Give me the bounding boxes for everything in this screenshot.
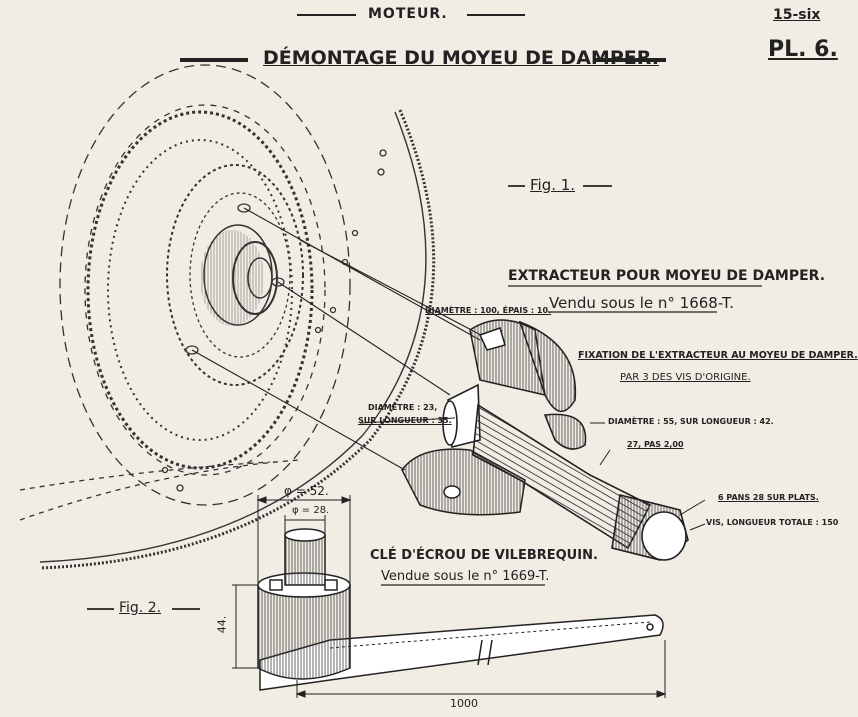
dim-shaft-diameter: DIAMÈTRE : 23, xyxy=(368,403,438,412)
dim-outer-diameter: φ = 52. xyxy=(284,484,329,498)
extractor-reference: Vendu sous le n° 1668-T. xyxy=(549,294,735,312)
extractor-plate xyxy=(469,319,577,412)
dim-hex: 6 PANS 28 SUR PLATS. xyxy=(718,493,819,502)
plate-number: PL. 6. xyxy=(768,37,838,62)
dim-plate: DIAMÈTRE : 100, ÉPAIS : 10. xyxy=(425,306,552,315)
ring-gear xyxy=(39,109,436,570)
flywheel-dashed-view xyxy=(19,64,387,521)
fig1-label-rules xyxy=(508,185,762,313)
fixation-note-1: FIXATION DE L'EXTRACTEUR AU MOYEU DE DAM… xyxy=(578,350,858,361)
fig2-label: Fig. 2. xyxy=(119,600,162,616)
wrench-title: CLÉ D'ÉCROU DE VILEBREQUIN. xyxy=(370,548,598,563)
dim-thread: 27, PAS 2,00 xyxy=(627,440,684,449)
dim-height: 44. xyxy=(215,615,229,634)
extractor-title: EXTRACTEUR POUR MOYEU DE DAMPER. xyxy=(508,268,826,284)
fig2-label-rules xyxy=(87,584,545,610)
header-rules xyxy=(180,14,666,62)
wrench-reference: Vendue sous le n° 1669-T. xyxy=(381,569,550,584)
document-code: 15-six xyxy=(773,7,821,23)
extractor-screw xyxy=(442,383,689,561)
technical-drawing xyxy=(19,14,762,698)
fixation-note-2: PAR 3 DES VIS D'ORIGINE. xyxy=(620,372,751,383)
fig2-dimensions xyxy=(232,495,667,698)
dim-shaft-length: SUR LONGUEUR : 35. xyxy=(358,416,452,425)
page-title: DÉMONTAGE DU MOYEU DE DAMPER. xyxy=(263,47,659,69)
wrench-drawing xyxy=(257,528,664,691)
section-title: MOTEUR. xyxy=(368,6,448,22)
dim-inner-diameter: φ = 28. xyxy=(292,505,330,516)
assembly-lines xyxy=(191,207,501,471)
fig1-label: Fig. 1. xyxy=(530,176,576,194)
dim-body: DIAMÈTRE : 55, SUR LONGUEUR : 42. xyxy=(608,417,774,426)
fig1-leaders xyxy=(359,417,706,531)
dim-handle-length: 1000 xyxy=(450,697,478,710)
dim-screw-length: VIS, LONGUEUR TOTALE : 150 xyxy=(706,518,839,527)
